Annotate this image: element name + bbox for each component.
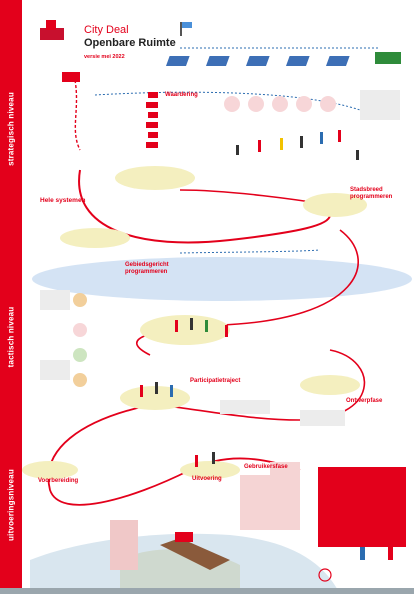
stage-label-gebruikersfase: Gebruikersfase — [244, 464, 288, 470]
city-scene — [0, 462, 414, 594]
logo-block-3 — [62, 72, 80, 82]
flag-icon — [182, 22, 192, 28]
stage-label-waardering: Waardering — [165, 92, 198, 98]
flow-line-tactical — [136, 229, 359, 356]
logo-block-1 — [40, 28, 64, 40]
level-bar-strategic: strategisch niveau — [0, 0, 22, 258]
header-title-line2: Openbare Ruimte — [84, 37, 176, 49]
level-bar-execution: uitvoeringsniveau — [0, 416, 22, 594]
info-panel-red — [318, 467, 406, 547]
header-version: versie mei 2022 — [84, 54, 125, 60]
blue-dashed-top — [94, 91, 361, 111]
stage-label-voorbereiding: Voorbereiding — [38, 478, 79, 484]
platform-ontwerpfase — [300, 375, 360, 395]
flag-pole — [180, 22, 182, 36]
platform-stadsbreed — [303, 193, 367, 217]
stage-label-gebiedsgericht: Gebiedsgericht programmeren — [125, 262, 169, 275]
stage-label-stadsbreed: Stadsbreed programmeren — [350, 187, 393, 200]
platform-voorbereiding — [22, 461, 78, 479]
building-right — [240, 475, 300, 530]
building-left — [110, 520, 138, 570]
header-title-line1: City Deal — [84, 24, 129, 36]
platform-gebiedsgericht — [140, 315, 230, 345]
flow-line-execution — [47, 404, 301, 506]
stage-label-uitvoering: Uitvoering — [192, 476, 222, 482]
platform-waardering — [115, 166, 195, 190]
blue-dashed-mid — [179, 249, 321, 254]
truck-icon — [175, 532, 193, 542]
info-boxes — [40, 90, 400, 426]
stage-label-participatietraject: Participatietraject — [190, 378, 241, 384]
tactical-circles — [73, 293, 87, 387]
logo-block-2 — [46, 20, 56, 30]
platform-hele-systemen — [60, 228, 130, 248]
tactical-ellipse — [32, 257, 412, 301]
flow-line-start — [74, 79, 81, 151]
stage-label-ontwerpfase: Ontwerpfase — [346, 398, 383, 404]
level-bar-tactical: tactisch niveau — [0, 258, 22, 416]
excavation — [160, 538, 230, 570]
waardering-circles — [224, 96, 336, 112]
flow-line-strategic — [78, 169, 331, 244]
header-tiles — [165, 52, 401, 66]
bike-icon — [318, 568, 332, 582]
stage-label-hele-systemen: Hele systemen — [40, 197, 86, 204]
waardering-stack — [146, 92, 158, 148]
